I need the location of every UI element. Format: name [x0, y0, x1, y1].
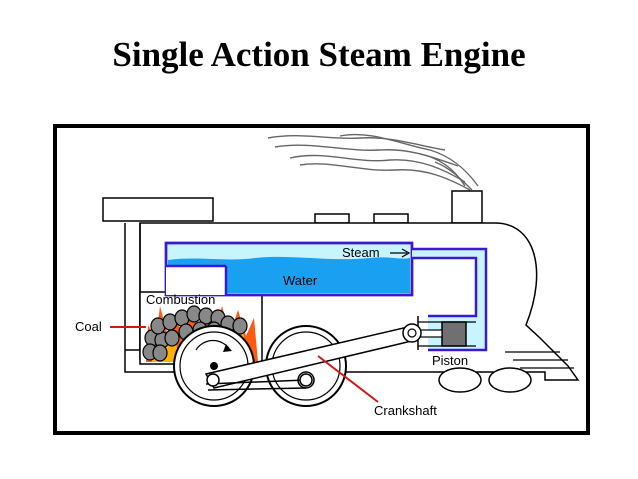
water-label: Water [283, 273, 318, 288]
crankshaft [204, 323, 422, 391]
combustion-label: Combustion [146, 292, 215, 307]
steam-pipe [412, 247, 488, 352]
dome-right [373, 213, 409, 224]
cab-roof [102, 197, 214, 222]
piston-label: Piston [432, 353, 468, 368]
piston-cylinder [413, 316, 476, 350]
page-title: Single Action Steam Engine [112, 35, 526, 74]
boiler [164, 241, 414, 297]
steam-arrow [390, 248, 411, 258]
crankshaft-label: Crankshaft [374, 403, 437, 418]
small-wheels [438, 367, 532, 393]
steam-label: Steam [342, 245, 380, 260]
dome-left [314, 213, 350, 224]
crankshaft-pointer [317, 355, 379, 403]
smokestack [451, 190, 483, 224]
coal-label: Coal [75, 319, 102, 334]
drive-wheel-left [173, 325, 255, 407]
smoke [267, 133, 479, 191]
piston [441, 321, 467, 347]
